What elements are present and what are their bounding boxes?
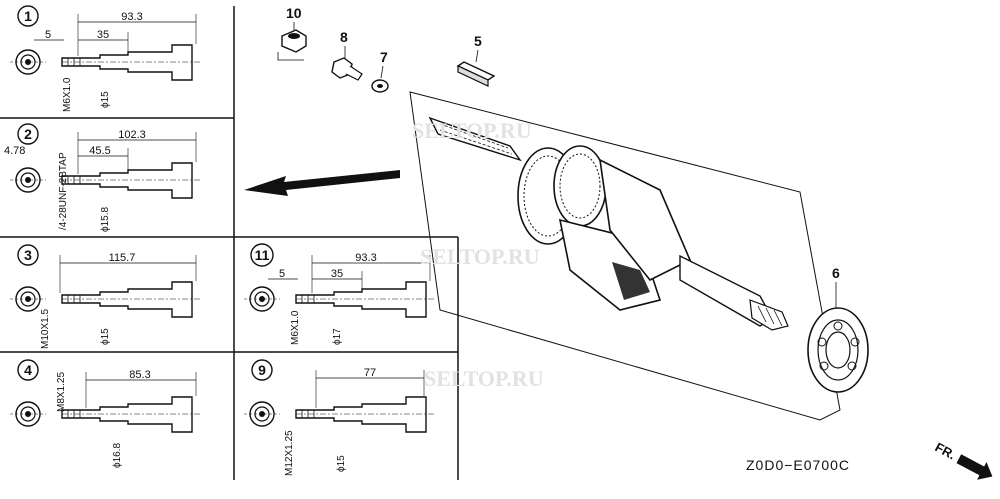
- variant-4-thread: M8X1.25: [56, 372, 67, 412]
- part-6-bearing[interactable]: 6: [807, 265, 869, 393]
- variant-2: 2 102.3 45.5 4.78 /4-28UNF-2BTAP ϕ15.8: [4, 123, 201, 232]
- variant-2-dim-small: 4.78: [4, 145, 25, 157]
- variant-11-diameter: ϕ17: [332, 328, 343, 345]
- variant-2-diameter: ϕ15.8: [100, 206, 111, 232]
- part-5-key[interactable]: 5: [456, 33, 496, 87]
- front-arrow-icon: [956, 454, 993, 480]
- variant-11-dim-mid: 35: [331, 268, 343, 280]
- variant-3: 3 115.7 M10X1.5 ϕ15: [9, 244, 201, 349]
- watermark-2: SELTOP.RU: [420, 244, 540, 269]
- crankshaft-assembly[interactable]: [409, 91, 841, 421]
- front-label: FR.: [933, 439, 959, 462]
- variant-9-thread: M12X1.25: [284, 430, 295, 476]
- variant-11-thread: M6X1.0: [290, 310, 301, 345]
- variant-4: 4 85.3 M8X1.25 ϕ16.8: [9, 359, 201, 468]
- direction-arrow: [244, 170, 400, 196]
- variant-3-label-circle: [17, 244, 39, 266]
- part-8-bolt[interactable]: 8: [331, 29, 363, 81]
- part-5-label: 5: [474, 33, 482, 49]
- variant-1-dim-overall: 93.3: [121, 11, 142, 23]
- variant-1-label: 1: [24, 8, 32, 24]
- variant-1-dim-mid: 35: [97, 29, 109, 41]
- variant-4-label-circle: [17, 359, 39, 381]
- variant-11-label: 11: [255, 247, 270, 263]
- variant-1: 1 93.3 35 5 M6X1.0 ϕ15: [9, 5, 201, 112]
- variant-3-thread: M10X1.5: [40, 309, 51, 349]
- watermark-3: SELTOP.RU: [424, 366, 544, 391]
- variant-9: 9 77 M12X1.25 ϕ15: [243, 359, 435, 476]
- assembly-box: [409, 91, 841, 421]
- variant-3-diameter: ϕ15: [100, 328, 111, 345]
- variant-11: 11 93.3 35 5 M6X1.0 ϕ17: [243, 243, 435, 345]
- front-indicator: FR.: [933, 439, 993, 480]
- variant-grid-frame: [0, 6, 459, 480]
- variant-4-label: 4: [24, 362, 32, 378]
- variant-11-dim-small: 5: [279, 268, 285, 280]
- variant-11-dim-overall: 93.3: [355, 252, 376, 264]
- variant-9-label-circle: [251, 359, 273, 381]
- variant-4-dim-overall: 85.3: [129, 369, 150, 381]
- variant-4-diameter: ϕ16.8: [112, 442, 123, 468]
- variant-2-label-circle: [17, 123, 39, 145]
- variant-2-dim-mid: 45.5: [89, 145, 110, 157]
- variant-9-label: 9: [258, 362, 266, 378]
- variant-11-label-circle: [250, 243, 274, 267]
- part-6-label: 6: [832, 265, 840, 281]
- part-8-label: 8: [340, 29, 348, 45]
- part-10-label: 10: [286, 5, 302, 21]
- part-7-washer[interactable]: 7: [371, 49, 389, 93]
- variant-1-diameter: ϕ15: [100, 91, 111, 108]
- variant-1-label-circle: [17, 5, 39, 27]
- variant-1-thread: M6X1.0: [62, 77, 73, 112]
- part-7-label: 7: [380, 49, 388, 65]
- variant-2-dim-overall: 102.3: [118, 129, 146, 141]
- diagram-code: Z0D0−E0700C: [746, 457, 850, 473]
- variant-1-dim-small: 5: [45, 29, 51, 41]
- watermark-1: SELTOP.RU: [412, 118, 532, 143]
- variant-9-dim-overall: 77: [364, 367, 376, 379]
- variant-3-dim-overall: 115.7: [109, 252, 136, 264]
- variant-2-thread: /4-28UNF-2BTAP: [58, 152, 69, 230]
- variant-2-label: 2: [24, 126, 32, 142]
- variant-9-diameter: ϕ15: [336, 455, 347, 472]
- variant-3-label: 3: [24, 247, 32, 263]
- part-10-nut[interactable]: 10: [277, 5, 307, 61]
